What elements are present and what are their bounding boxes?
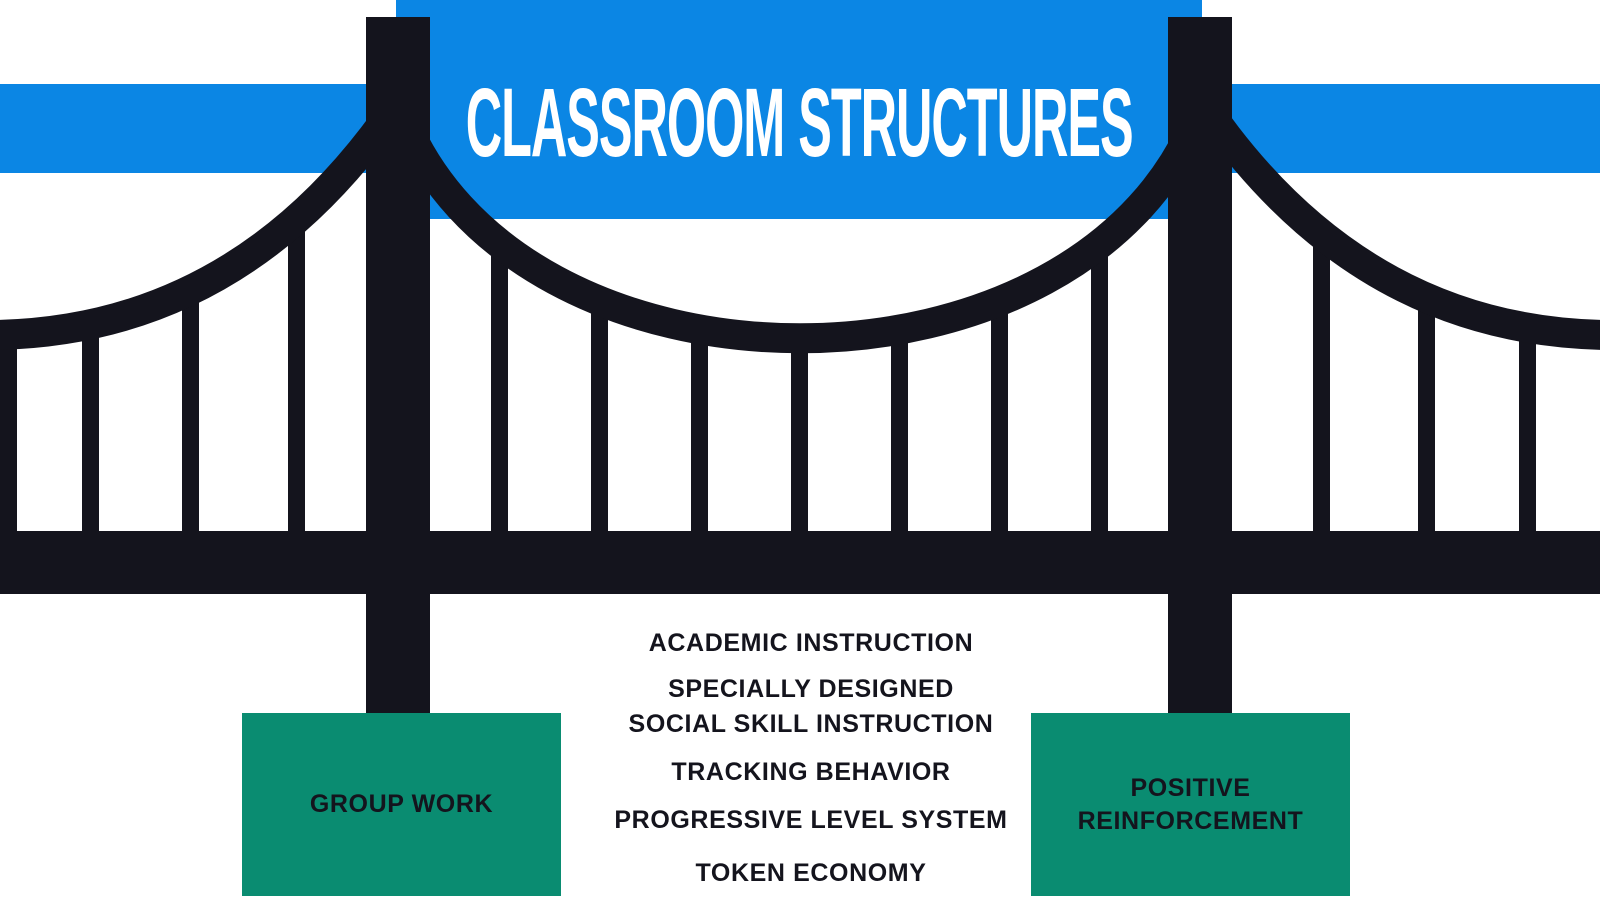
side-cable-right <box>1189 93 1600 350</box>
structure-item-progressive-level-system: PROGRESSIVE LEVEL SYSTEM <box>614 806 1008 834</box>
pillar-label-positive-reinforcement: POSITIVE REINFORCEMENT <box>1077 773 1304 835</box>
suspender-cables-main <box>491 238 1108 540</box>
structure-item-token-economy: TOKEN ECONOMY <box>695 859 927 887</box>
pillar-box-group-work: GROUP WORK <box>242 713 561 896</box>
side-cable-left <box>0 93 411 350</box>
pillar-box-positive-reinforcement: POSITIVE REINFORCEMENT <box>1031 713 1350 896</box>
main-cable <box>383 99 1217 354</box>
title-banner <box>396 0 1202 219</box>
bridge-tower-right <box>1168 17 1232 713</box>
structure-item-social-skill-instruction: SPECIALLY DESIGNED SOCIAL SKILL INSTRUCT… <box>628 675 994 738</box>
bridge-deck <box>0 531 1600 594</box>
suspender-cables-left <box>0 220 305 540</box>
pillar-label-group-work: GROUP WORK <box>309 790 494 818</box>
bridge-tower-left <box>366 17 430 713</box>
structure-item-tracking-behavior: TRACKING BEHAVIOR <box>671 758 951 786</box>
suspender-cables-right <box>1313 234 1536 540</box>
structure-item-academic-instruction: ACADEMIC INSTRUCTION <box>648 629 974 657</box>
